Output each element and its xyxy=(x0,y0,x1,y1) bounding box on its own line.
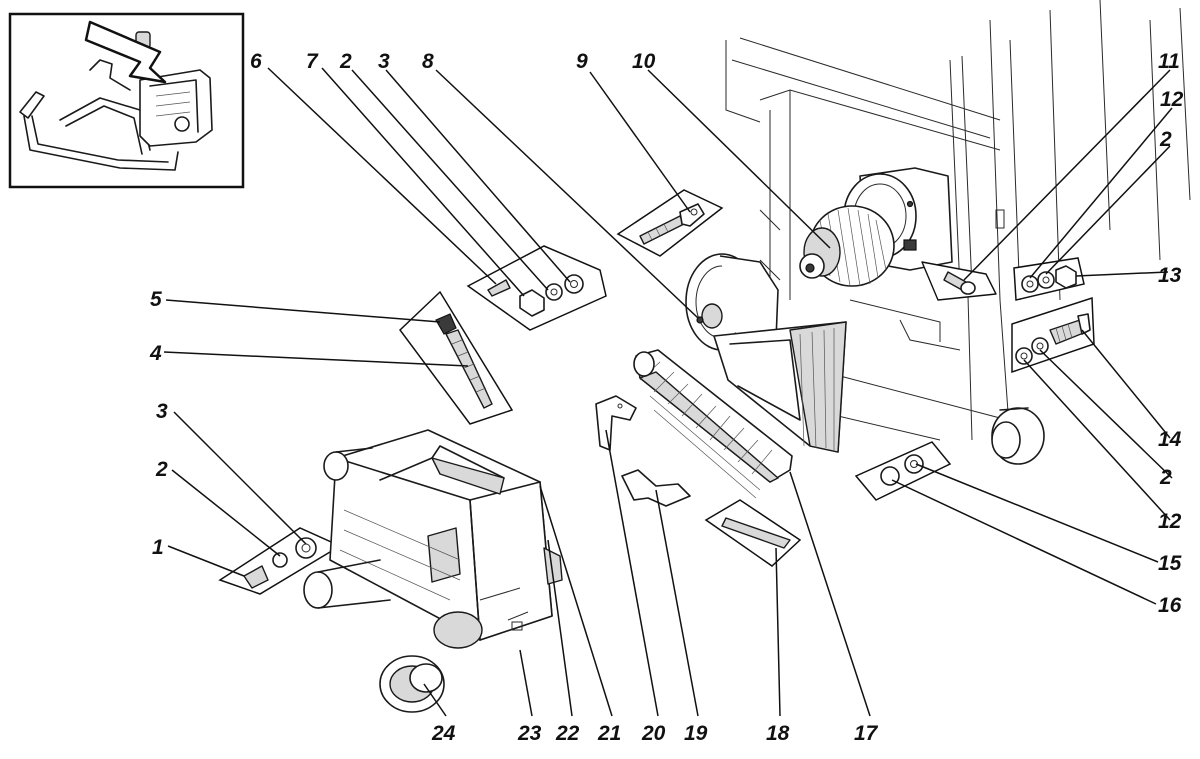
callout-6: 6 xyxy=(250,50,262,73)
heater-box-outlet-nozzle xyxy=(303,559,391,609)
callout-14: 14 xyxy=(1158,428,1182,451)
duct-frame xyxy=(713,321,847,453)
callout-2: 2 xyxy=(1159,466,1172,489)
callout-11: 11 xyxy=(1158,50,1180,73)
callout-4: 4 xyxy=(149,342,162,365)
callout-8: 8 xyxy=(422,50,434,73)
inset-heater-piping xyxy=(19,31,213,171)
screw-11 xyxy=(921,261,997,301)
inset-pointer-arrow xyxy=(84,20,167,84)
control-cable-4-5 xyxy=(399,290,514,425)
bolt-9 xyxy=(616,189,724,257)
leader-lines xyxy=(163,67,1173,717)
callout-24: 24 xyxy=(431,722,456,745)
inset-locator-view xyxy=(8,12,245,189)
fastener-group-1-2-3 xyxy=(218,527,342,595)
callout-23: 23 xyxy=(517,722,542,745)
callout-12: 12 xyxy=(1160,88,1184,111)
clip-19 xyxy=(621,469,691,507)
callout-16: 16 xyxy=(1158,594,1182,617)
fastener-group-6-7-2-3 xyxy=(466,245,607,331)
fastener-group-12-2-13 xyxy=(1013,257,1085,301)
cab-roller xyxy=(991,407,1045,465)
callout-9: 9 xyxy=(576,50,588,73)
callout-20: 20 xyxy=(641,722,666,745)
callout-2: 2 xyxy=(339,50,352,73)
fastener-group-12-2-14 xyxy=(1011,296,1095,374)
callout-21: 21 xyxy=(597,722,621,745)
heater-core-17 xyxy=(633,349,793,499)
callout-17: 17 xyxy=(854,722,879,745)
heater-box-housing-23 xyxy=(303,429,563,649)
fan-motor-impeller xyxy=(799,205,895,287)
grommet-24 xyxy=(379,655,445,713)
callout-2: 2 xyxy=(1159,128,1172,151)
callout-10: 10 xyxy=(632,50,656,73)
callout-1: 1 xyxy=(152,536,164,559)
callout-13: 13 xyxy=(1158,264,1182,287)
heater-box-inlet-nozzle xyxy=(323,447,373,481)
callout-15: 15 xyxy=(1158,552,1182,575)
seal-strip-18 xyxy=(704,499,802,567)
callout-2: 2 xyxy=(155,458,168,481)
callout-5: 5 xyxy=(150,288,162,311)
callout-19: 19 xyxy=(684,722,708,745)
clip-20 xyxy=(595,395,637,451)
fastener-group-15-16 xyxy=(854,441,952,501)
callout-3: 3 xyxy=(378,50,390,73)
callout-7: 7 xyxy=(306,50,319,73)
blower-cover xyxy=(685,253,779,355)
callout-12: 12 xyxy=(1158,510,1182,533)
callout-3: 3 xyxy=(156,400,168,423)
callout-labels: 6 7 2 3 8 9 10 11 12 2 13 5 4 3 2 1 14 2… xyxy=(149,50,1184,745)
callout-18: 18 xyxy=(766,722,790,745)
callout-22: 22 xyxy=(555,722,580,745)
